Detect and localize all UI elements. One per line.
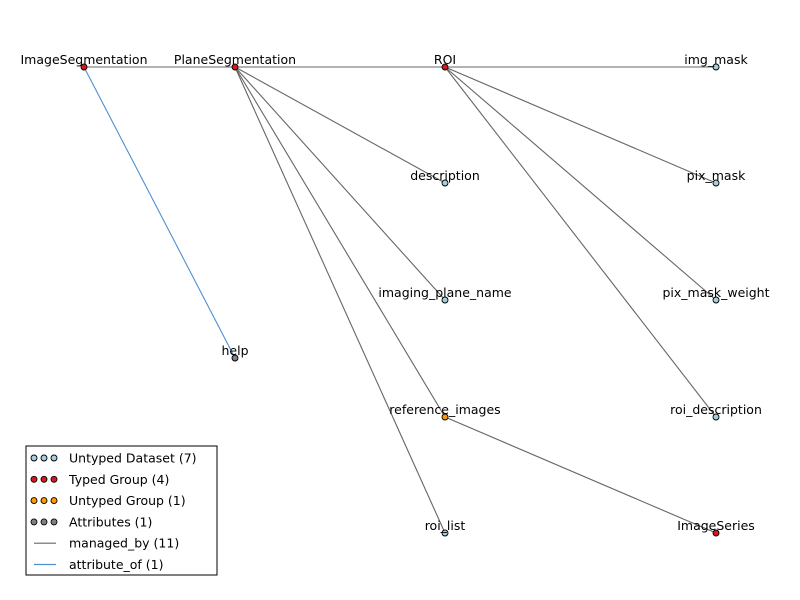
- legend-item-untyped-group: Untyped Group (1): [30, 493, 186, 508]
- node-img-mask[interactable]: [712, 63, 720, 71]
- edge-roi-to-pix_mask_weight: [444, 66, 717, 301]
- legend-marker-dot: [40, 518, 48, 526]
- node-label-pix-mask-weight: pix_mask_weight: [662, 285, 769, 300]
- legend-marker-dot: [30, 518, 38, 526]
- node-imaging-plane-name[interactable]: [441, 296, 449, 304]
- legend-label: Attributes (1): [69, 514, 152, 529]
- legend-frame: [25, 445, 218, 576]
- legend-item-typed-group: Typed Group (4): [30, 472, 169, 487]
- legend-marker-dot: [50, 454, 58, 462]
- node-description[interactable]: [441, 179, 449, 187]
- legend-item-untyped-dataset: Untyped Dataset (7): [30, 451, 197, 466]
- legend-marker-dot: [40, 475, 48, 483]
- node-label-imageseg: ImageSegmentation: [20, 52, 147, 67]
- node-label-description: description: [410, 168, 480, 183]
- legend-item-attributes: Attributes (1): [30, 514, 152, 529]
- node-label-roi: ROI: [434, 52, 456, 67]
- legend-marker-dot: [30, 454, 38, 462]
- node-planeseg[interactable]: [231, 63, 239, 71]
- node-label-roi-list: roi_list: [425, 518, 466, 533]
- legend-label: managed_by (11): [69, 536, 179, 551]
- node-label-reference-images: reference_images: [389, 402, 500, 417]
- node-imageseries[interactable]: [712, 529, 720, 537]
- legend-label: Typed Group (4): [68, 472, 169, 487]
- node-help[interactable]: [231, 354, 239, 362]
- node-pix-mask[interactable]: [712, 179, 720, 187]
- node-roi-list[interactable]: [441, 529, 449, 537]
- edges-layer: [83, 66, 717, 534]
- node-label-img-mask: img_mask: [684, 52, 748, 67]
- node-imageseg[interactable]: [80, 63, 88, 71]
- legend-label: Untyped Group (1): [69, 493, 186, 508]
- node-label-help: help: [221, 343, 248, 358]
- legend-marker-dot: [40, 497, 48, 505]
- edge-planeseg-to-roi_list: [234, 66, 446, 534]
- edge-roi-to-pix_mask: [444, 66, 717, 184]
- node-label-pix-mask: pix_mask: [687, 168, 746, 183]
- edge-imageseg-to-help: [83, 66, 236, 359]
- legend-label: Untyped Dataset (7): [69, 451, 197, 466]
- legend-marker-dot: [40, 454, 48, 462]
- edge-planeseg-to-imaging_plane_name: [234, 66, 446, 301]
- legend-marker-dot: [50, 497, 58, 505]
- node-label-imageseries: ImageSeries: [677, 518, 755, 533]
- node-reference-images[interactable]: [441, 413, 449, 421]
- edge-reference_images-to-imageseries: [444, 416, 717, 534]
- node-label-imaging-plane-name: imaging_plane_name: [378, 285, 512, 300]
- legend-marker-dot: [50, 518, 58, 526]
- legend-marker-dot: [30, 497, 38, 505]
- legend-label: attribute_of (1): [69, 557, 164, 572]
- node-label-roi-description: roi_description: [670, 402, 762, 417]
- legend-marker-dot: [30, 475, 38, 483]
- labels-layer: ImageSegmentation PlaneSegmentation ROI img…: [20, 52, 769, 533]
- edge-roi-to-roi_description: [444, 66, 717, 418]
- nodes-layer: [80, 63, 720, 537]
- legend-item-attribute-of: attribute_of (1): [34, 557, 164, 572]
- node-label-planeseg: PlaneSegmentation: [174, 52, 296, 67]
- node-roi[interactable]: [441, 63, 449, 71]
- edge-planeseg-to-description: [234, 66, 446, 184]
- legend-marker-dot: [50, 475, 58, 483]
- legend-item-managed-by: managed_by (11): [34, 536, 179, 551]
- node-pix-mask-weight[interactable]: [712, 296, 720, 304]
- edge-planeseg-to-reference_images: [234, 66, 446, 418]
- legend: Untyped Dataset (7) Typed Group (4) Untype…: [25, 445, 218, 576]
- node-roi-description[interactable]: [712, 413, 720, 421]
